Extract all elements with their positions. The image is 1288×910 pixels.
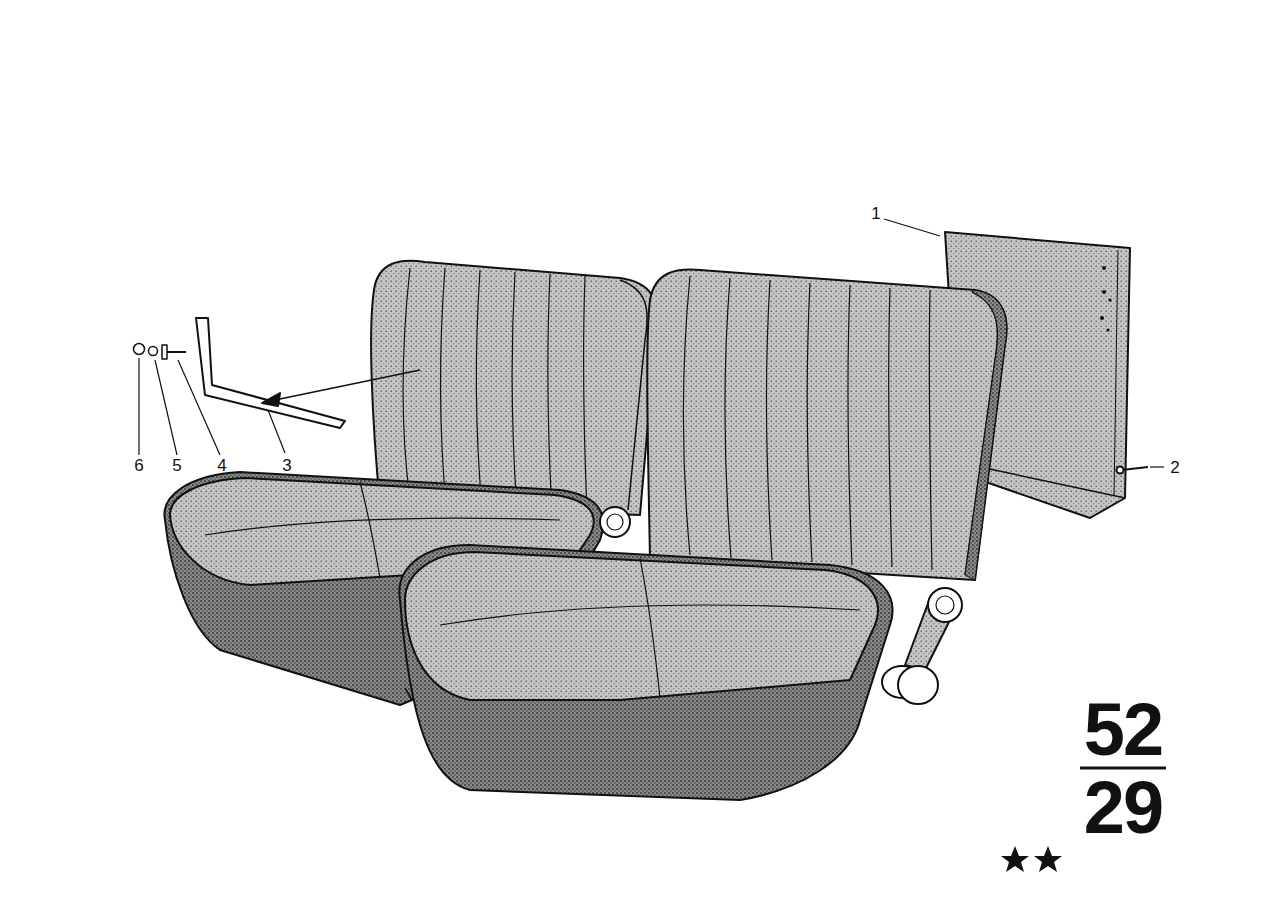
right-backrest [647, 270, 1006, 580]
left-backrest [371, 261, 657, 515]
callout-number: 6 [134, 457, 143, 474]
group-number: 52 [1084, 693, 1162, 767]
group-number: 29 [1084, 771, 1162, 845]
callout-number: 5 [172, 457, 181, 474]
callout-number: 3 [282, 457, 291, 474]
trim-strip [196, 318, 345, 428]
callout-number: 1 [871, 205, 880, 222]
star-symbol [1001, 846, 1062, 872]
callout-number: 4 [217, 457, 226, 474]
right-cushion [399, 545, 892, 800]
callout-number: 2 [1170, 459, 1179, 476]
